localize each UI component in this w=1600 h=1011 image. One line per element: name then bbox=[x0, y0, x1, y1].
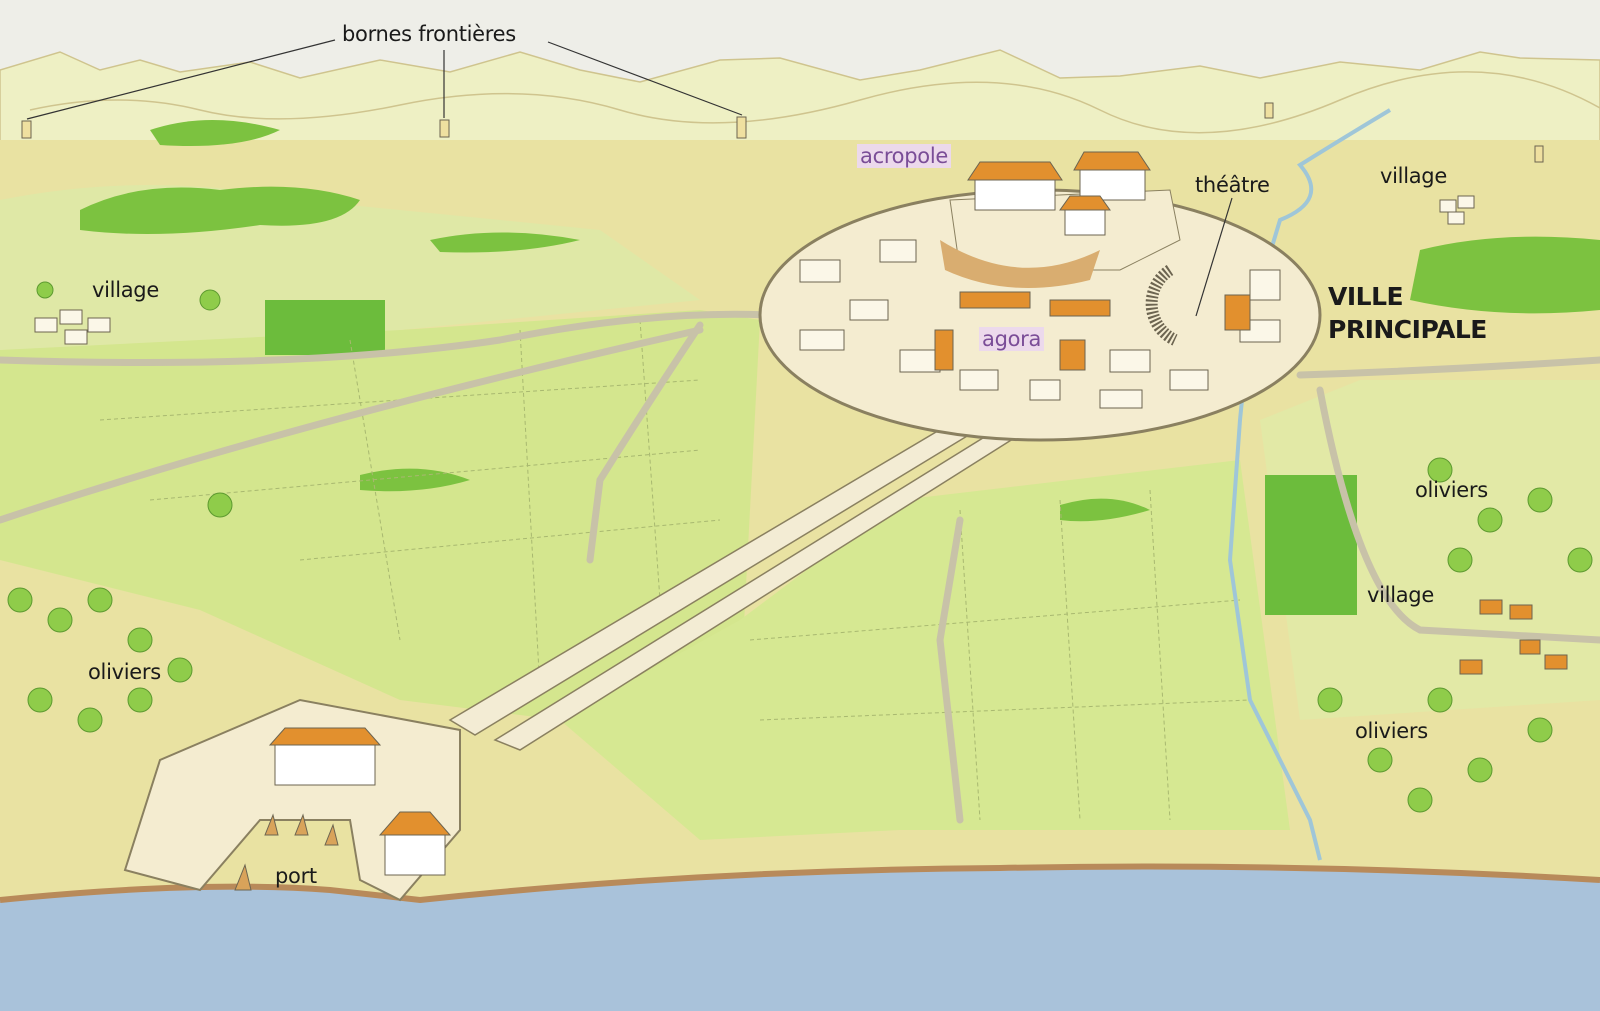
port bbox=[123, 698, 461, 902]
label-boundary-stones: bornes frontières bbox=[342, 22, 516, 46]
fields-south bbox=[560, 460, 1290, 840]
label-acropolis: acropole bbox=[857, 144, 951, 168]
label-theatre: théâtre bbox=[1195, 173, 1270, 197]
label-olives-e: oliviers bbox=[1415, 478, 1488, 502]
label-olives-se: oliviers bbox=[1355, 719, 1428, 743]
agora-buildings bbox=[934, 291, 1111, 371]
label-main-city: VILLE PRINCIPALE bbox=[1328, 280, 1487, 346]
forests bbox=[80, 120, 1600, 522]
label-port: port bbox=[275, 864, 317, 888]
fields-west bbox=[0, 310, 760, 720]
road-east bbox=[1296, 356, 1600, 379]
label-agora: agora bbox=[979, 327, 1045, 351]
label-village-ne: village bbox=[1380, 164, 1447, 188]
label-main-city-line1: VILLE bbox=[1328, 282, 1404, 311]
label-olives-w: oliviers bbox=[88, 660, 161, 684]
label-main-city-line2: PRINCIPALE bbox=[1328, 315, 1487, 344]
road-west bbox=[0, 310, 774, 366]
label-village-e: village bbox=[1367, 583, 1434, 607]
temples bbox=[967, 151, 1151, 236]
main-city bbox=[758, 151, 1322, 442]
label-village-w: village bbox=[92, 278, 159, 302]
coastline bbox=[0, 866, 1600, 1011]
olive-trees bbox=[7, 281, 1593, 813]
boundary-stones bbox=[21, 102, 1544, 163]
